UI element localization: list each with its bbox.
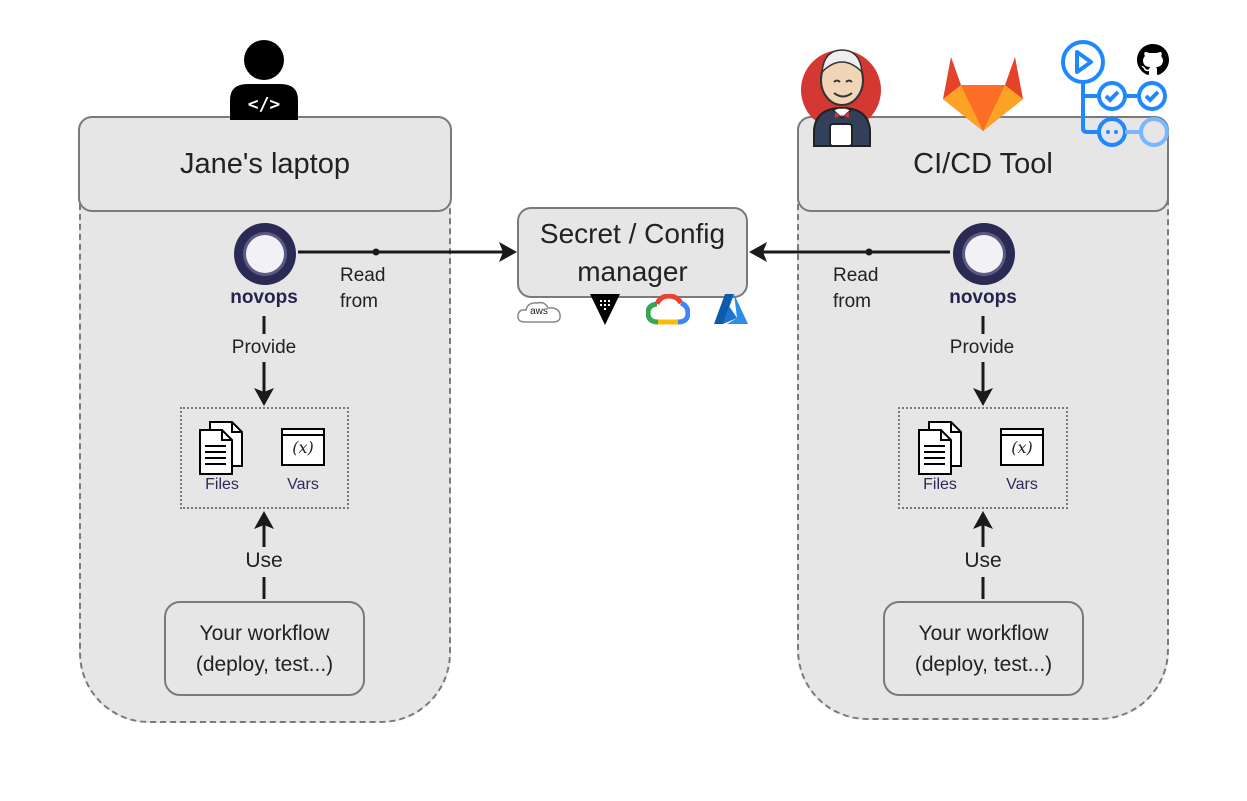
workflow-line2: (deploy, test...)	[195, 652, 334, 676]
google-cloud-icon	[646, 294, 690, 325]
vars-icon: (x)	[281, 428, 325, 466]
read-from-label: Read from	[340, 263, 410, 315]
provide-label: Provide	[949, 337, 1015, 358]
vars-icon: (x)	[1000, 428, 1044, 466]
secret-manager-line1: Secret / Config	[539, 217, 726, 249]
workflow-line1: Your workflow	[918, 621, 1049, 645]
files-icon	[918, 421, 962, 475]
read-label-line1: Read	[340, 265, 386, 286]
azure-icon	[714, 294, 748, 324]
jenkins-icon	[801, 49, 881, 147]
secret-manager-line2: manager	[577, 255, 688, 287]
gitlab-icon	[943, 57, 1023, 131]
vault-icon	[590, 294, 620, 325]
novops-label: novops	[949, 287, 1017, 308]
left-title-text: Jane's laptop	[180, 147, 350, 180]
right-title-text: CI/CD Tool	[913, 147, 1053, 180]
outputs-group	[180, 407, 349, 509]
workflow-line2: (deploy, test...)	[914, 652, 1053, 676]
developer-icon: </>	[230, 40, 298, 120]
use-label: Use	[964, 549, 1002, 572]
read-label-line1: Read	[833, 265, 879, 286]
novops-label: novops	[230, 287, 298, 308]
vars-icon-text: (x)	[292, 438, 314, 457]
novops-logo-icon	[234, 223, 296, 285]
files-label: Files	[205, 476, 239, 493]
vars-label: Vars	[287, 476, 319, 493]
files-icon	[199, 421, 243, 475]
use-label: Use	[245, 549, 283, 572]
github-actions-icon	[1061, 40, 1169, 147]
aws-icon: aws	[515, 298, 563, 326]
provide-label: Provide	[231, 337, 297, 358]
workflow-box: Your workflow (deploy, test...)	[164, 601, 365, 696]
outputs-group	[898, 407, 1068, 509]
github-icon	[1137, 44, 1169, 75]
svg-text:</>: </>	[248, 94, 281, 115]
files-label: Files	[923, 476, 957, 493]
secret-manager-box: Secret / Config manager	[517, 207, 748, 298]
workflow-line1: Your workflow	[199, 621, 330, 645]
left-panel-title: Jane's laptop	[78, 116, 452, 212]
read-from-label: Read from	[833, 263, 903, 315]
aws-icon-text: aws	[530, 306, 548, 317]
workflow-box: Your workflow (deploy, test...)	[883, 601, 1084, 696]
vars-label: Vars	[1006, 476, 1038, 493]
read-label-line2: from	[340, 291, 378, 312]
read-label-line2: from	[833, 291, 871, 312]
vars-icon-text: (x)	[1011, 438, 1033, 457]
novops-logo-icon	[953, 223, 1015, 285]
